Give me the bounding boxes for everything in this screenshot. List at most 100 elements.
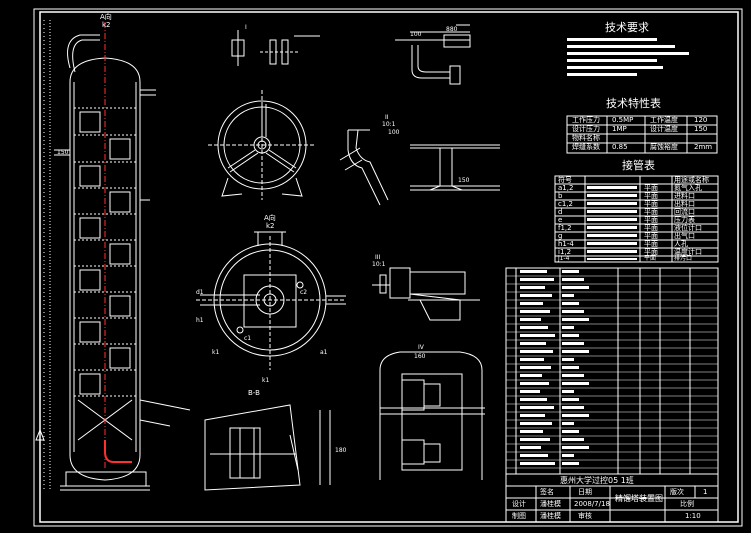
parts-row-bar — [520, 422, 552, 425]
parts-row-bar — [520, 302, 543, 305]
features-cell: 0.85 — [612, 143, 628, 151]
features-cell: 工作压力 — [572, 116, 600, 124]
nozzle-symbol: h1-4 — [558, 240, 574, 248]
nozzle-table-grid — [554, 175, 719, 263]
nozzle-face: 平面 — [644, 255, 657, 262]
nozzle-label: c1 — [244, 335, 252, 342]
parts-row-bar — [520, 366, 551, 369]
designer-name: 潘桂模 — [540, 500, 561, 508]
dimension: 150 — [57, 149, 69, 156]
parts-row-bar — [562, 278, 584, 281]
nozzle-table-title: 接管表 — [622, 159, 655, 172]
parts-row-bar — [520, 358, 544, 361]
view-label: k2 — [102, 21, 111, 29]
parts-row-bar — [562, 342, 584, 345]
view-label: II — [385, 114, 389, 121]
nozzle-symbol: e — [558, 216, 563, 224]
label-version: 版次 — [670, 488, 684, 496]
scale-value: 1:10 — [685, 512, 701, 520]
detail-IV — [379, 351, 485, 480]
dimension: 180 — [335, 447, 347, 454]
dimension: 880 — [446, 26, 458, 33]
view-label: 10:1 — [382, 121, 396, 128]
inner-border — [39, 11, 739, 523]
parts-row-bar — [520, 374, 542, 377]
nozzle-symbol: j1-4 — [558, 255, 570, 262]
column-elevation — [35, 20, 191, 500]
label-drafter: 制图 — [512, 512, 526, 520]
parts-list-grid — [505, 267, 719, 475]
features-cell: 150 — [694, 125, 708, 133]
outer-border — [33, 8, 743, 527]
label-designer: 设计 — [512, 500, 526, 508]
parts-row-bar — [520, 446, 541, 449]
nozzle-symbol: b — [558, 192, 563, 200]
nozzle-label: k1 — [212, 349, 220, 356]
detail-nozzle-mid — [372, 267, 480, 321]
features-cell: 物料名称 — [572, 134, 600, 142]
nozzle-face: 平面 — [644, 248, 658, 256]
parts-row-bar — [520, 278, 554, 281]
features-cell: 0.5MP — [612, 116, 634, 124]
parts-row-bar — [562, 318, 589, 321]
view-label: A向 — [100, 13, 112, 21]
nozzle-face: 平面 — [644, 240, 658, 248]
nozzle-symbol: g — [558, 232, 563, 240]
dimension: 100 — [388, 129, 400, 136]
parts-row-bar — [562, 350, 589, 353]
parts-row-bar — [562, 398, 579, 401]
features-cell: 工作温度 — [650, 116, 678, 124]
mid-plan-view — [196, 231, 346, 370]
parts-row-bar — [562, 270, 579, 273]
parts-row-bar — [520, 310, 550, 313]
parts-row-bar — [562, 286, 589, 289]
parts-row-bar — [520, 382, 549, 385]
nozzle-use: 排污口 — [674, 255, 693, 262]
parts-row-bar — [520, 326, 548, 329]
parts-row-bar — [520, 350, 553, 353]
parts-row-bar — [562, 334, 579, 337]
nozzle-symbol: f1,2 — [558, 224, 572, 232]
nozzle-face: 平面 — [644, 224, 658, 232]
nozzle-label: h1 — [196, 317, 204, 324]
tech-requirements-title: 技术要求 — [605, 21, 649, 34]
parts-row-bar — [562, 438, 584, 441]
parts-row-bar — [562, 414, 589, 417]
parts-list-rows — [506, 275, 718, 469]
dimension: 100 — [410, 31, 422, 38]
features-cell: 设计压力 — [572, 125, 600, 133]
parts-row-bar — [562, 310, 584, 313]
parts-row-bar — [562, 446, 589, 449]
bb-section — [204, 404, 331, 491]
school-name: 惠州大学过控05 1班 — [560, 476, 634, 485]
label-sign: 签名 — [540, 488, 554, 496]
parts-row-bar — [562, 422, 574, 425]
view-label: IV — [418, 344, 424, 351]
features-table-grid — [566, 115, 718, 154]
parts-row-bar — [562, 302, 579, 305]
parts-row-bar — [520, 270, 547, 273]
parts-row-bar — [520, 334, 555, 337]
tech-requirements-lines — [567, 38, 689, 76]
drafter-name: 潘桂模 — [540, 512, 561, 520]
parts-row-bar — [562, 462, 579, 465]
sheet-number: 1 — [703, 488, 708, 496]
detail-pipe-top — [395, 24, 471, 85]
parts-row-bar — [562, 358, 574, 361]
nozzle-use: 压力表 — [674, 216, 695, 224]
parts-row-bar — [562, 374, 584, 377]
features-cell: 1MP — [612, 125, 627, 133]
label-check: 审核 — [578, 512, 592, 520]
small-parts-top — [231, 30, 320, 66]
nozzle-use: 回流口 — [674, 208, 695, 216]
nozzle-symbol: c1,2 — [558, 200, 573, 208]
nozzle-header: 符号 — [558, 176, 572, 184]
parts-row-bar — [520, 462, 555, 465]
parts-row-bar — [520, 318, 541, 321]
nozzle-face: 平面 — [644, 232, 658, 240]
nozzle-use: 出气口 — [674, 232, 695, 240]
parts-row-bar — [562, 382, 589, 385]
parts-row-bar — [562, 390, 574, 393]
view-label: A向 — [264, 214, 276, 222]
